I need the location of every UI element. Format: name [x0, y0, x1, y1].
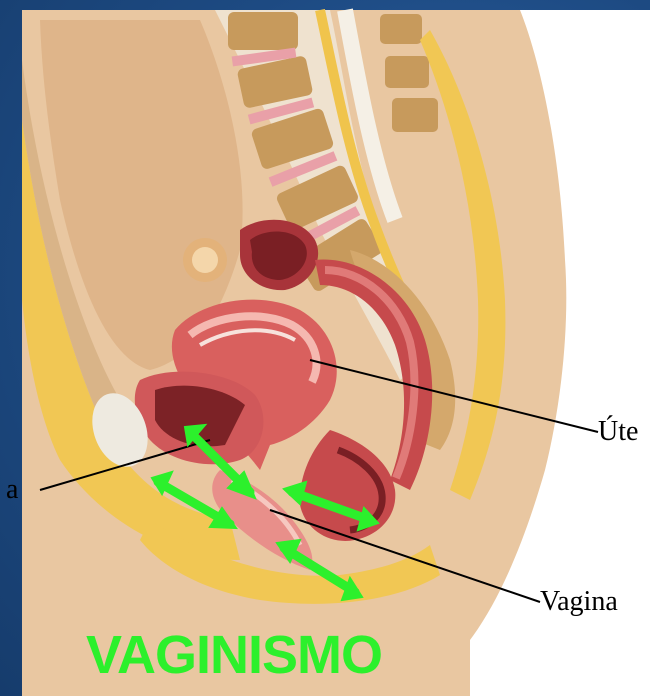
label-left-partial: a: [6, 474, 18, 506]
label-utero: Úte: [598, 416, 638, 448]
label-vagina: Vagina: [540, 586, 618, 618]
caption-vaginismo: VAGINISMO: [86, 624, 382, 686]
